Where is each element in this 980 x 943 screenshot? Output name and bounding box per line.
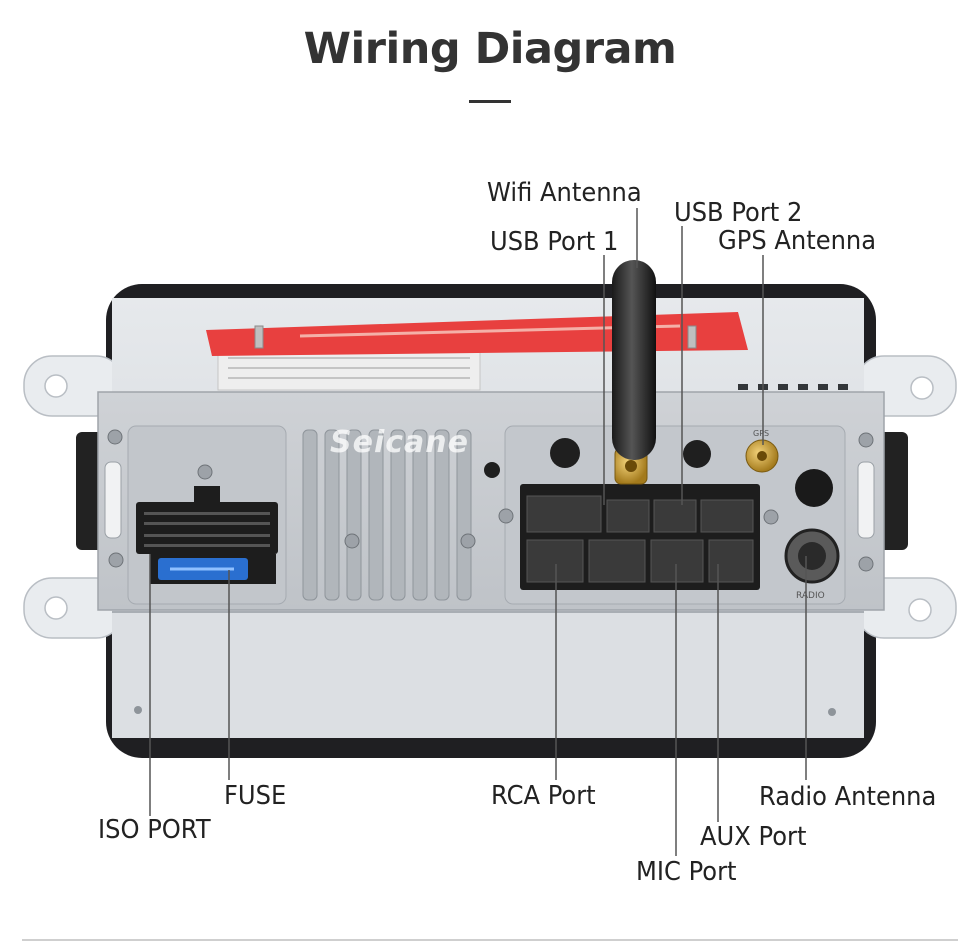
leader-lines [149, 208, 807, 856]
rca-connector-block [520, 484, 760, 590]
label-iso-port: ISO PORT [98, 815, 211, 845]
label-radio-antenna: Radio Antenna [759, 782, 937, 812]
label-rca-port: RCA Port [491, 781, 596, 811]
iso-connector [136, 486, 278, 554]
label-usb-port-2: USB Port 2 [674, 198, 803, 228]
radio-antenna-socket: RADIO [784, 528, 840, 601]
wifi-antenna [612, 260, 656, 485]
gps-connector: GPS [745, 429, 779, 473]
label-gps-antenna: GPS Antenna [718, 226, 877, 256]
label-mic-port: MIC Port [636, 857, 737, 887]
fuse [150, 554, 276, 584]
label-usb-port-1: USB Port 1 [490, 227, 619, 257]
radio-socket-text: RADIO [796, 591, 825, 601]
bottom-divider [22, 939, 958, 941]
label-wifi-antenna: Wifi Antenna [487, 178, 642, 208]
label-fuse: FUSE [224, 781, 287, 811]
page-title: Wiring Diagram [303, 24, 677, 74]
watermark-text: Seicane [330, 425, 469, 460]
gps-socket-text: GPS [753, 429, 769, 438]
label-aux-port: AUX Port [700, 822, 807, 852]
title-underline [469, 100, 511, 103]
vent-slats [302, 429, 472, 601]
